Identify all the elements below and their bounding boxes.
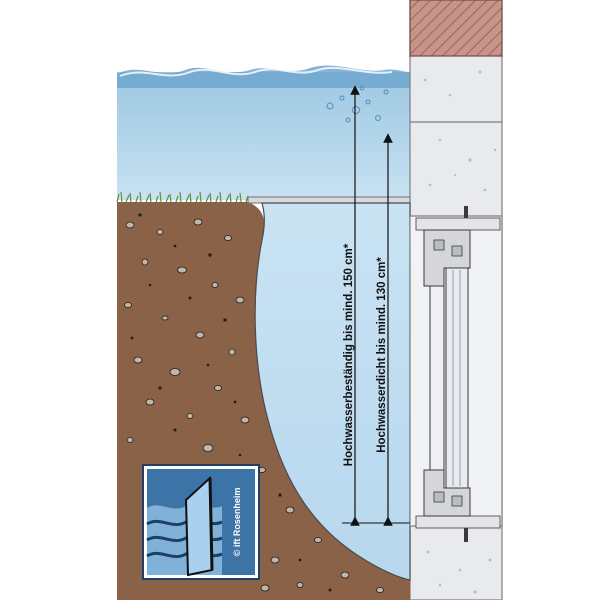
ift-logo-text: © ift Rosenheim bbox=[232, 488, 242, 557]
soil-pebbles bbox=[130, 213, 332, 592]
water-surface-foam bbox=[119, 66, 393, 77]
flood-water bbox=[117, 72, 410, 200]
grass bbox=[116, 191, 249, 203]
flood-tight-label: Hochwasserdicht bis mind. 130 cm* bbox=[376, 257, 388, 453]
brick-section bbox=[409, 0, 503, 57]
dimension-lines bbox=[342, 85, 410, 526]
water-surface-wave bbox=[117, 65, 410, 88]
pavement-strip bbox=[247, 196, 411, 204]
ift-rosenheim-logo: © ift Rosenheim bbox=[142, 464, 260, 580]
soil-stones bbox=[124, 218, 384, 593]
basin-water bbox=[254, 202, 411, 581]
basement-window bbox=[409, 206, 503, 542]
flood-resistant-label: Hochwasserbeständig bis mind. 150 cm* bbox=[343, 243, 355, 466]
